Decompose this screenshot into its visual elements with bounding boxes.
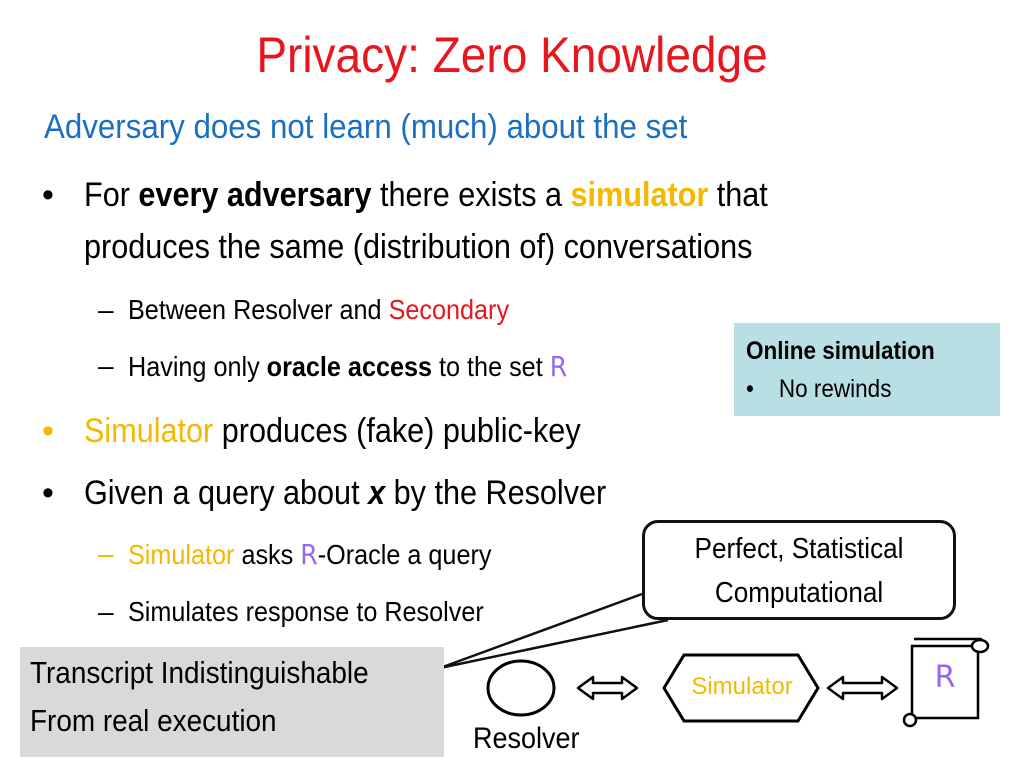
- scroll-icon: [902, 637, 990, 728]
- security-notion-line-2: Computational: [714, 577, 884, 609]
- security-notion-box: Perfect, Statistical Computational: [642, 520, 956, 620]
- slide-title: Privacy: Zero Knowledge: [256, 27, 768, 83]
- security-notion-line-1: Perfect, Statistical: [694, 533, 904, 565]
- double-arrow-icon: [576, 675, 639, 701]
- sub-bullet-2: Having only oracle access to the set R: [128, 350, 568, 383]
- sub-bullet-4: Simulates response to Resolver: [128, 596, 484, 627]
- sub-bullet-1: Between Resolver and Secondary: [128, 294, 510, 325]
- bullet-1-line-2: produces the same (distribution of) conv…: [84, 228, 753, 266]
- callout-item: • No rewinds: [746, 375, 892, 403]
- slide-subtitle: Adversary does not learn (much) about th…: [44, 108, 688, 146]
- dash-marker: –: [98, 596, 114, 627]
- bullet-marker: •: [42, 474, 54, 512]
- simulator-label: Simulator: [691, 673, 793, 700]
- dash-marker: –: [98, 350, 114, 381]
- callout-title: Online simulation: [746, 337, 935, 365]
- double-arrow-icon: [826, 675, 899, 701]
- sub-bullet-3: Simulator asks R-Oracle a query: [128, 538, 492, 571]
- simulation-diagram: [486, 637, 990, 728]
- bullet-marker: •: [42, 176, 54, 214]
- resolver-label: Resolver: [473, 722, 580, 755]
- dash-marker: –: [98, 538, 114, 569]
- set-r-label: R: [934, 660, 956, 695]
- transcript-line-1: Transcript Indistinguishable: [30, 655, 369, 690]
- bullet-2: Simulator produces (fake) public-key: [84, 412, 581, 450]
- bullet-1-line-1: For every adversary there exists a simul…: [84, 176, 768, 214]
- transcript-box: Transcript Indistinguishable From real e…: [20, 647, 444, 757]
- bullet-marker: •: [42, 412, 54, 450]
- transcript-line-2: From real execution: [30, 703, 277, 738]
- resolver-node: [486, 659, 556, 717]
- online-simulation-callout: Online simulation • No rewinds: [734, 323, 1000, 416]
- dash-marker: –: [98, 294, 114, 325]
- bullet-3: Given a query about x by the Resolver: [84, 474, 607, 512]
- simulator-node: [662, 653, 820, 723]
